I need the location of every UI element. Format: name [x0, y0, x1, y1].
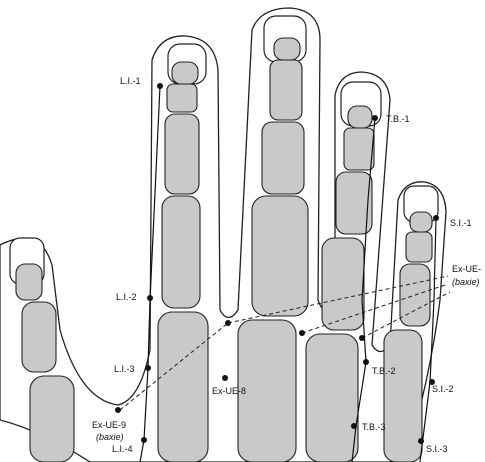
point-baxie-3: [359, 335, 365, 341]
label-li-4: L.I.-4: [112, 444, 133, 454]
point-baxie-1: [225, 320, 231, 326]
point-ex-ue-8: [222, 375, 228, 381]
label-si-1: S.I.-1: [450, 218, 472, 228]
label-ex-ue-8: Ex-UE-8: [212, 386, 246, 396]
label-si-2: S.I.-2: [432, 384, 454, 394]
point-li-4: [141, 437, 147, 443]
point-li-3: [145, 365, 151, 371]
label-tb-2: T.B.-2: [372, 366, 396, 376]
point-ex-ue-9: [115, 407, 121, 413]
label-si-3: S.I.-3: [426, 444, 448, 454]
ring-finger-bones: [306, 106, 374, 462]
label-tb-3: T.B.-3: [362, 422, 386, 432]
point-baxie-2: [299, 330, 305, 336]
point-tb-3: [351, 423, 357, 429]
label-tb-1: T.B.-1: [386, 114, 410, 124]
label-ex-ue-right: Ex-UE-: [452, 264, 481, 274]
label-li-1: L.I.-1: [120, 76, 141, 86]
index-finger-bones: [158, 62, 208, 462]
point-li-1: [157, 83, 163, 89]
point-si-3: [418, 438, 424, 444]
point-li-2: [147, 295, 153, 301]
label-ex-ue-9: Ex-UE-9: [92, 420, 126, 430]
label-ex-ue-9-sub: (baxie): [96, 432, 124, 442]
point-tb-2: [363, 359, 369, 365]
label-li-2: L.I.-2: [116, 292, 137, 302]
thumb-bones: [16, 264, 74, 462]
label-ex-ue-right-sub: (baxie): [452, 277, 480, 287]
point-si-1: [433, 215, 439, 221]
point-tb-1: [372, 115, 378, 121]
label-li-3: L.I.-3: [114, 364, 135, 374]
